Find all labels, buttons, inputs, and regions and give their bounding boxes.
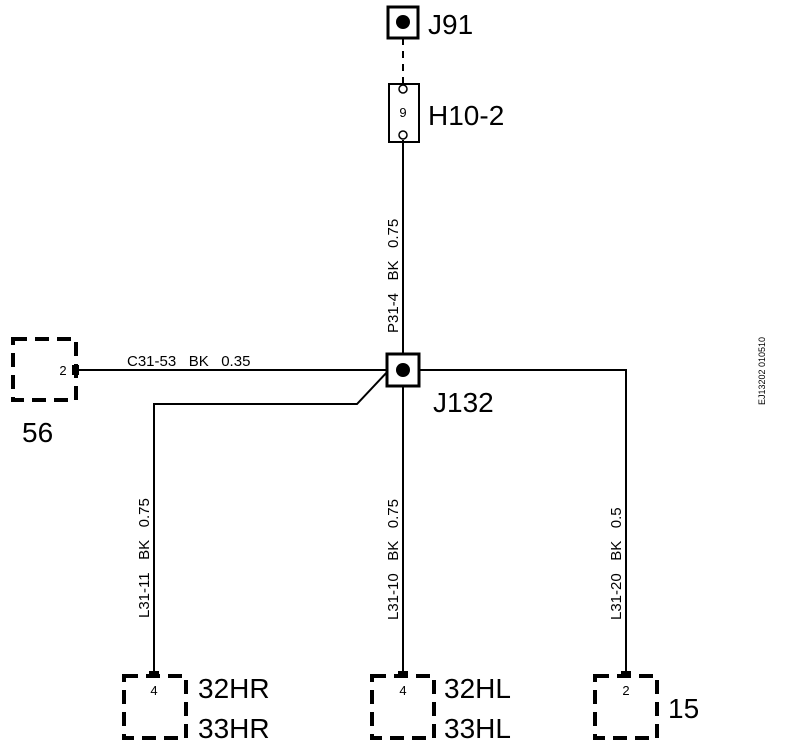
- c32hl-label: 32HL: [444, 673, 511, 704]
- connector-56: [11, 337, 79, 402]
- reference-code: EJ13202 010510: [757, 337, 767, 405]
- splice-j132: [385, 352, 421, 388]
- wire-label-l31-20: L31-20 BK 0.5: [608, 507, 625, 620]
- wire-label-c31-53: C31-53 BK 0.35: [127, 353, 250, 370]
- wire-l31-20: [419, 369, 627, 672]
- connector-32hr: [122, 671, 188, 740]
- connector-15: [593, 671, 659, 740]
- c15-label: 15: [668, 693, 699, 724]
- splice-j91: [386, 5, 420, 40]
- wire-l31-11: [153, 369, 390, 672]
- connector-32hl: [370, 671, 436, 740]
- wire-label-l31-11: L31-11 BK 0.75: [136, 498, 153, 618]
- c33hr-label: 33HR: [198, 713, 270, 744]
- c56-pin-label: 2: [59, 363, 66, 378]
- c32hr-pin-label: 4: [150, 683, 157, 698]
- h10-2-label: H10-2: [428, 100, 504, 131]
- wire-label-l31-10: L31-10 BK 0.75: [385, 499, 402, 620]
- c32hl-pin-label: 4: [399, 683, 406, 698]
- j91-label: J91: [428, 9, 473, 40]
- c33hl-label: 33HL: [444, 713, 511, 744]
- j132-label: J132: [433, 387, 494, 418]
- wire-label-p31-4: P31-4 BK 0.75: [385, 219, 402, 333]
- c32hr-label: 32HR: [198, 673, 270, 704]
- c15-pin-label: 2: [622, 683, 629, 698]
- c56-label: 56: [22, 417, 53, 448]
- h10-2-pin-label: 9: [399, 105, 406, 120]
